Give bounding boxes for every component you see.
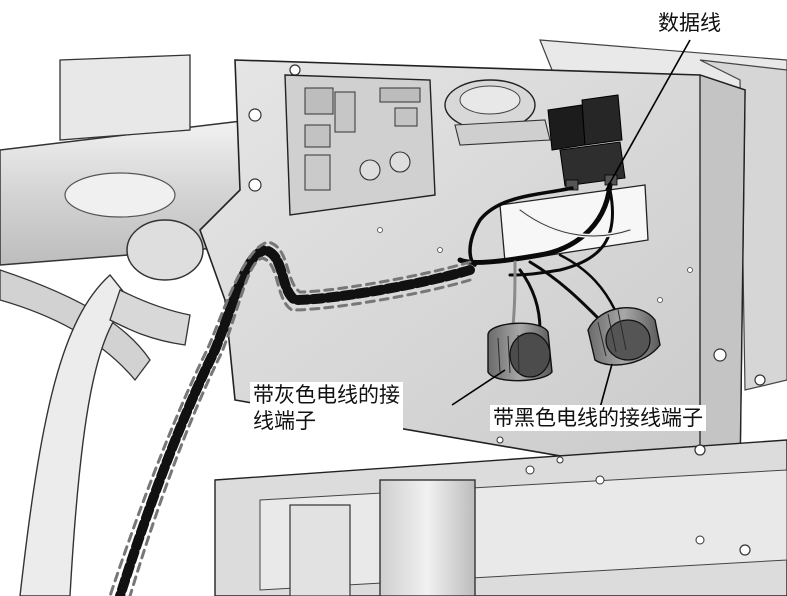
- pressure-switch: [444, 79, 551, 146]
- wires: [457, 182, 632, 337]
- label-gray-wire-terminal-line1: 带灰色电线的接: [253, 383, 400, 407]
- leader-line-gray-terminal: [451, 369, 506, 406]
- data-cable-connector: [547, 94, 626, 191]
- hose: [19, 219, 204, 596]
- leader-line-data-cable: [605, 39, 691, 191]
- wire-harness: [108, 240, 475, 596]
- label-gray-wire-terminal: 带灰色电线的接 线端子: [250, 382, 403, 434]
- label-data-cable: 数据线: [658, 11, 721, 35]
- leader-line-black-terminal: [599, 363, 613, 409]
- leader-lines: [451, 39, 691, 409]
- support-post: [289, 479, 476, 596]
- label-black-wire-terminal: 带黑色电线的接线端子: [490, 405, 706, 431]
- circuit-board: [284, 74, 436, 216]
- label-gray-wire-terminal-line2: 线端子: [253, 409, 316, 433]
- black-wire-terminal: [587, 306, 661, 366]
- gray-wire-terminal: [487, 322, 553, 382]
